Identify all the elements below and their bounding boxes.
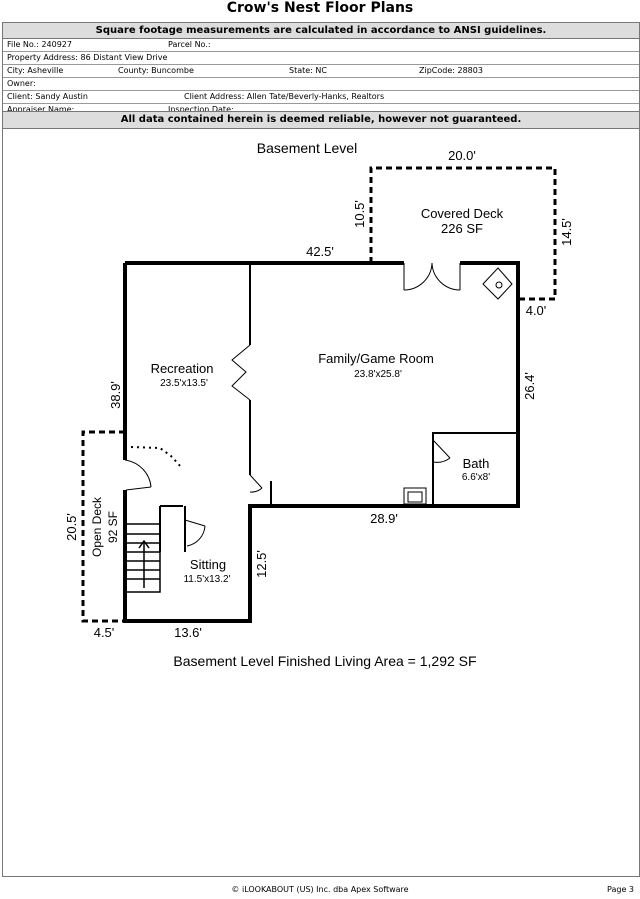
ansi-banner: Square footage measurements are calculat…	[3, 23, 639, 39]
header-row-client: Client: Sandy Austin Client Address: All…	[3, 91, 639, 104]
footer-credit: © iLOOKABOUT (US) Inc. dba Apex Software	[231, 885, 409, 894]
header-row-file: File No.: 240927 Parcel No.:	[3, 39, 639, 52]
city: City: Asheville	[7, 66, 64, 75]
zipcode: ZipCode: 28803	[419, 66, 483, 75]
header-row-appraiser: Appraiser Name: Inspection Date:	[3, 104, 639, 116]
bath-wall	[432, 432, 518, 506]
covered-deck-outline	[369, 166, 557, 301]
inspection-date: Inspection Date:	[168, 105, 234, 114]
recreation-dimensions: 23.5'x13.5'	[160, 378, 208, 389]
dim-deck-right: 14.5'	[559, 218, 574, 246]
door-exterior-left	[124, 459, 152, 491]
sitting-label: Sitting	[190, 557, 226, 572]
client: Client: Sandy Austin	[7, 92, 88, 101]
property-header: Square footage measurements are calculat…	[2, 22, 640, 117]
disclaimer: All data contained herein is deemed reli…	[2, 111, 640, 129]
open-deck-label: Open Deck	[90, 496, 104, 557]
family-room-dimensions: 23.8'x25.8'	[354, 369, 402, 380]
covered-deck-label: Covered Deck	[421, 206, 504, 221]
dim-right-wall: 26.4'	[522, 372, 537, 400]
header-row-address: Property Address: 86 Distant View Drive	[3, 52, 639, 65]
dim-deck-top: 20.0'	[448, 148, 476, 163]
door-covered-deck	[403, 262, 461, 291]
sitting-dimensions: 11.5'x13.2'	[183, 574, 230, 585]
door-recreation	[231, 344, 251, 401]
property-address: Property Address: 86 Distant View Drive	[7, 53, 168, 62]
stairs	[125, 523, 161, 593]
door-sitting	[184, 519, 206, 547]
door-bath	[432, 439, 451, 463]
bath-label: Bath	[463, 456, 490, 471]
dim-deck-bottom: 4.0'	[526, 303, 547, 318]
appraiser-name: Appraiser Name:	[7, 105, 75, 114]
page-title: Crow's Nest Floor Plans	[226, 0, 414, 16]
page-number: Page 3	[607, 885, 634, 894]
dim-bottom-left: 13.6'	[174, 625, 202, 640]
recreation-label: Recreation	[151, 361, 214, 376]
open-deck-sf: 92 SF	[106, 511, 120, 543]
living-area-summary: Basement Level Finished Living Area = 1,…	[173, 653, 476, 669]
stair-wall	[159, 505, 186, 552]
parcel-no: Parcel No.:	[168, 40, 211, 49]
dim-top-wall: 42.5'	[306, 244, 334, 259]
dim-sitting-right: 12.5'	[254, 550, 269, 578]
dim-bottom-right: 28.9'	[370, 511, 398, 526]
level-title: Basement Level	[257, 140, 357, 156]
bath-dimensions: 6.6'x8'	[462, 472, 490, 483]
dim-open-deck-bottom: 4.5'	[94, 625, 115, 640]
owner: Owner:	[7, 79, 36, 88]
header-row-owner: Owner:	[3, 78, 639, 91]
dim-open-deck-left: 20.5'	[64, 513, 79, 541]
covered-deck-sf: 226 SF	[441, 221, 483, 236]
file-no: File No.: 240927	[7, 40, 72, 49]
dim-deck-left: 10.5'	[352, 200, 367, 228]
family-room-label: Family/Game Room	[318, 351, 434, 366]
county: County: Buncombe	[118, 66, 194, 75]
door-family-bottom	[249, 474, 263, 493]
open-deck-outline	[81, 430, 125, 623]
sink-icon	[403, 487, 427, 505]
dim-left-wall: 38.9'	[108, 381, 123, 409]
exterior-walls	[123, 261, 520, 623]
corner-fixture-icon	[482, 267, 513, 300]
state: State: NC	[289, 66, 327, 75]
client-address: Client Address: Allen Tate/Beverly-Hanks…	[184, 92, 385, 101]
header-row-location: City: Asheville County: Buncombe State: …	[3, 65, 639, 78]
